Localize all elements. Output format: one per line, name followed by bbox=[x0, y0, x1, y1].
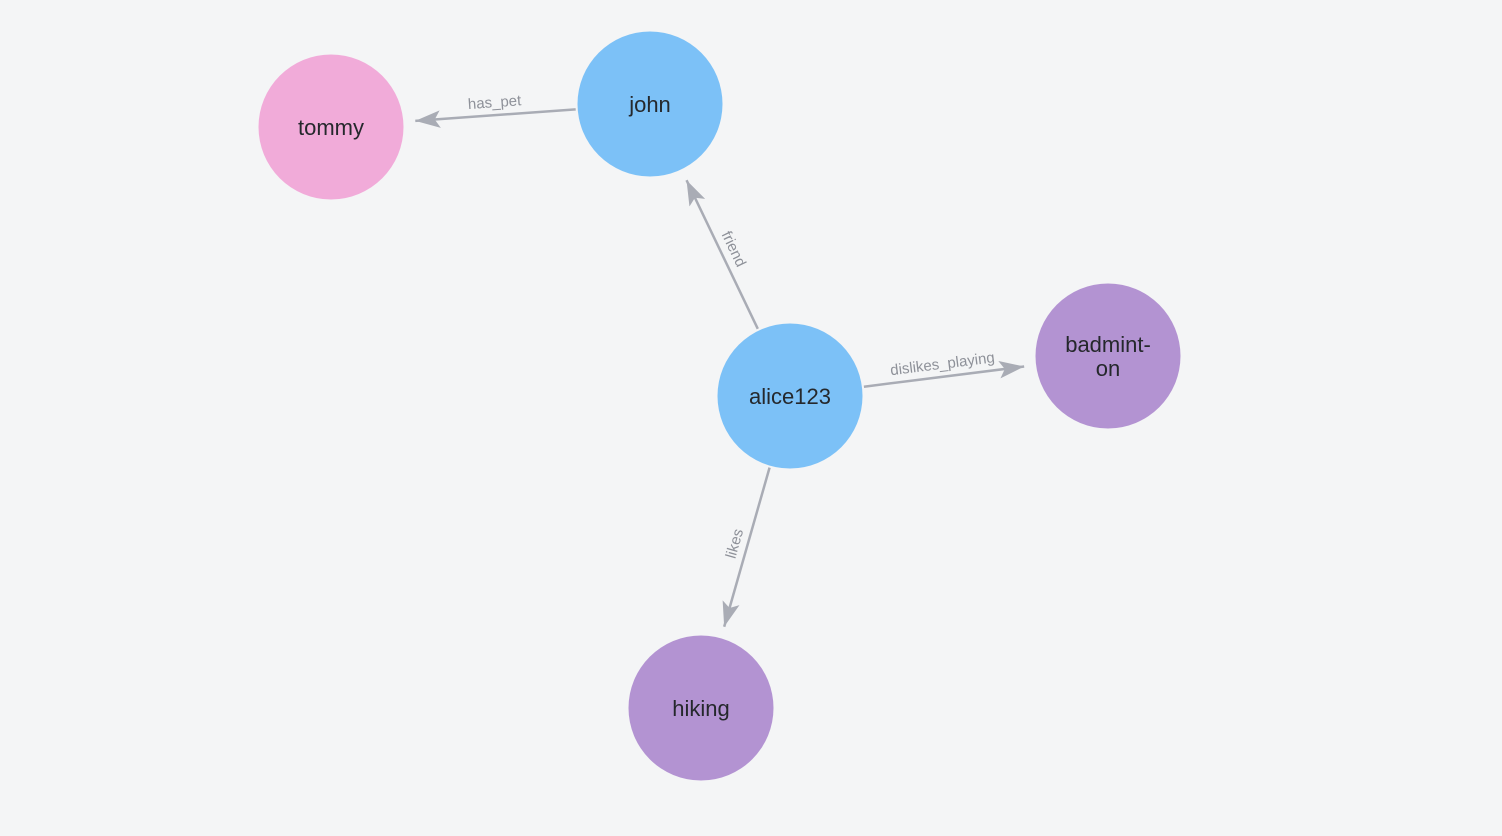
node-circle-tommy bbox=[258, 54, 404, 200]
node-label-hiking: hiking bbox=[672, 696, 729, 721]
edge-alice123-dislikes_playing-badminton[interactable]: dislikes_playing bbox=[863, 349, 1025, 388]
node-hiking[interactable]: hiking bbox=[628, 635, 774, 781]
node-label-badminton: badmint-on bbox=[1065, 332, 1151, 381]
node-label-alice123: alice123 bbox=[749, 384, 831, 409]
node-label-tommy: tommy bbox=[298, 115, 364, 140]
edge-label-has_pet: has_pet bbox=[467, 92, 522, 113]
node-circle-john bbox=[577, 31, 723, 177]
edge-alice123-likes-hiking[interactable]: likes bbox=[722, 467, 771, 628]
node-circle-alice123 bbox=[717, 323, 863, 469]
node-label-john: john bbox=[628, 92, 671, 117]
edge-john-has_pet-tommy[interactable]: has_pet bbox=[415, 92, 576, 128]
node-alice123[interactable]: alice123 bbox=[717, 323, 863, 469]
edge-line-john-tommy bbox=[415, 108, 576, 128]
node-circle-hiking bbox=[628, 635, 774, 781]
node-john[interactable]: john bbox=[577, 31, 723, 177]
edge-line-alice123-badminton bbox=[863, 360, 1025, 388]
edge-alice123-friend-john[interactable]: friend bbox=[685, 179, 759, 330]
edge-line-alice123-hiking bbox=[722, 467, 771, 628]
edge-label-friend: friend bbox=[718, 229, 750, 270]
edge-label-dislikes_playing: dislikes_playing bbox=[889, 349, 995, 379]
node-circle-badminton bbox=[1035, 283, 1181, 429]
node-badminton[interactable]: badmint-on bbox=[1035, 283, 1181, 429]
edge-line-alice123-john bbox=[685, 179, 759, 330]
node-tommy[interactable]: tommy bbox=[258, 54, 404, 200]
